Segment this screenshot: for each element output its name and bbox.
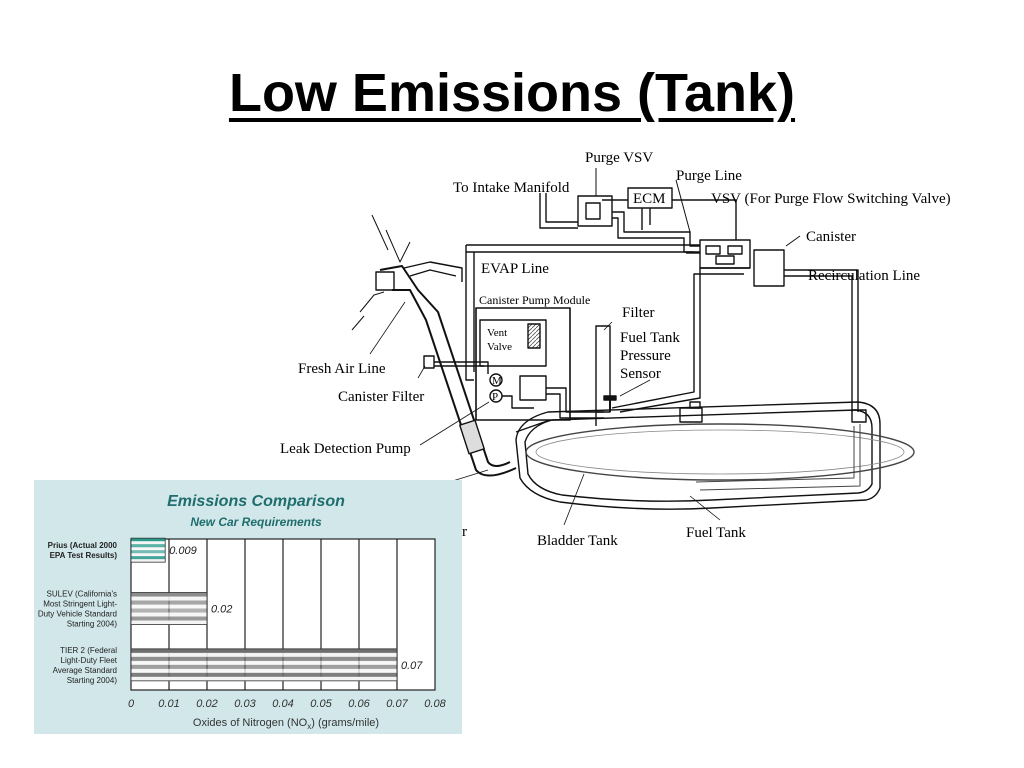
bar-stripe	[131, 592, 207, 597]
category-label: Most Stringent Light-	[43, 600, 117, 609]
bar-stripe	[131, 648, 397, 654]
bar-stripe	[131, 620, 207, 625]
x-tick-label: 0.03	[234, 698, 256, 710]
bar-stripe	[131, 556, 166, 560]
canister-pump-module	[475, 307, 571, 421]
bar-stripe	[131, 600, 207, 605]
bar-stripe	[131, 538, 166, 542]
label-to-intake-manifold: To Intake Manifold	[453, 180, 570, 196]
slide-title: Low Emissions (Tank)	[228, 63, 796, 123]
category-label: SULEV (California's	[47, 590, 117, 599]
category-label: Light-Duty Fleet	[61, 656, 118, 665]
canister	[753, 249, 785, 287]
bar-stripe	[131, 559, 166, 563]
bar-value-label: 0.07	[401, 660, 423, 672]
bar-stripe	[131, 604, 207, 609]
bar-stripe	[131, 608, 207, 613]
bar-stripe	[131, 672, 397, 678]
emissions-chart: Emissions Comparison New Car Requirement…	[38, 493, 447, 731]
label-fuel-tank: Fuel Tank	[686, 525, 746, 541]
label-recirculation-line: Recirculation Line	[808, 268, 920, 284]
bar-stripe	[131, 612, 207, 617]
filter	[595, 325, 611, 413]
x-tick-label: 0.05	[310, 698, 332, 710]
label-pressure-sensor-3: Sensor	[620, 366, 661, 382]
category-label: TIER 2 (Federal	[60, 646, 117, 655]
x-tick-label: 0	[128, 698, 135, 710]
bar-value-label: 0.009	[169, 545, 197, 557]
fuel-tank-body	[515, 401, 881, 510]
label-canister-pump-module: Canister Pump Module	[479, 293, 590, 307]
bar-stripe	[131, 544, 166, 548]
fuel-filler-pipe	[379, 265, 511, 467]
bar-stripe	[131, 541, 166, 545]
bar-stripe	[131, 596, 207, 601]
label-ecm: ECM	[633, 191, 666, 207]
bar-stripe	[131, 547, 166, 551]
label-pressure-sensor-1: Fuel Tank	[620, 330, 680, 346]
label-m-symbol: M	[492, 375, 502, 387]
emissions-chart-panel: Emissions Comparison New Car Requirement…	[34, 480, 462, 734]
category-label: Prius (Actual 2000	[48, 541, 118, 550]
bar-stripe	[131, 550, 166, 554]
label-p-symbol: P	[492, 391, 498, 403]
label-vent-valve-1: Vent	[487, 327, 507, 339]
bar	[130, 648, 398, 682]
label-filter: Filter	[622, 305, 655, 321]
x-tick-label: 0.06	[348, 698, 370, 710]
category-label: Duty Vehicle Standard	[38, 610, 117, 619]
bar-stripe	[131, 668, 397, 674]
label-canister: Canister	[806, 229, 856, 245]
label-canister-filter: Canister Filter	[338, 389, 424, 405]
bar-value-label: 0.02	[211, 604, 232, 616]
chart-title: Emissions Comparison	[167, 493, 345, 510]
category-label: EPA Test Results)	[50, 551, 118, 560]
purge-vsv	[577, 195, 613, 227]
bar-stripe	[131, 652, 397, 658]
category-label: Average Standard	[53, 666, 117, 675]
bladder-tank	[525, 423, 915, 481]
bar-stripe	[131, 656, 397, 662]
x-tick-label: 0.08	[424, 698, 446, 710]
bar-stripe	[131, 660, 397, 666]
bar-stripe	[131, 676, 397, 682]
x-tick-label: 0.01	[158, 698, 179, 710]
label-pressure-sensor-2: Pressure	[620, 348, 671, 364]
bar-stripe	[131, 616, 207, 621]
label-purge-line: Purge Line	[676, 168, 742, 184]
x-tick-label: 0.02	[196, 698, 217, 710]
bar-stripe	[131, 553, 166, 557]
bar	[130, 537, 166, 563]
label-leak-detection-pump: Leak Detection Pump	[280, 441, 411, 457]
category-label: Starting 2004)	[67, 620, 118, 629]
x-tick-label: 0.04	[272, 698, 293, 710]
label-evap-line: EVAP Line	[481, 261, 549, 277]
x-tick-label: 0.07	[386, 698, 408, 710]
x-axis-label: Oxides of Nitrogen (NOx) (grams/mile)	[193, 717, 379, 731]
label-fresh-air-line: Fresh Air Line	[298, 361, 386, 377]
label-vsv-switching: VSV (For Purge Flow Switching Valve)	[711, 191, 951, 207]
chart-subtitle: New Car Requirements	[190, 515, 322, 529]
category-label: Starting 2004)	[67, 676, 118, 685]
label-partial: r	[462, 524, 467, 540]
label-bladder-tank: Bladder Tank	[537, 533, 618, 549]
bar	[130, 592, 208, 625]
bar-stripe	[131, 664, 397, 670]
label-vent-valve-2: Valve	[487, 341, 512, 353]
label-purge-vsv: Purge VSV	[585, 150, 653, 166]
